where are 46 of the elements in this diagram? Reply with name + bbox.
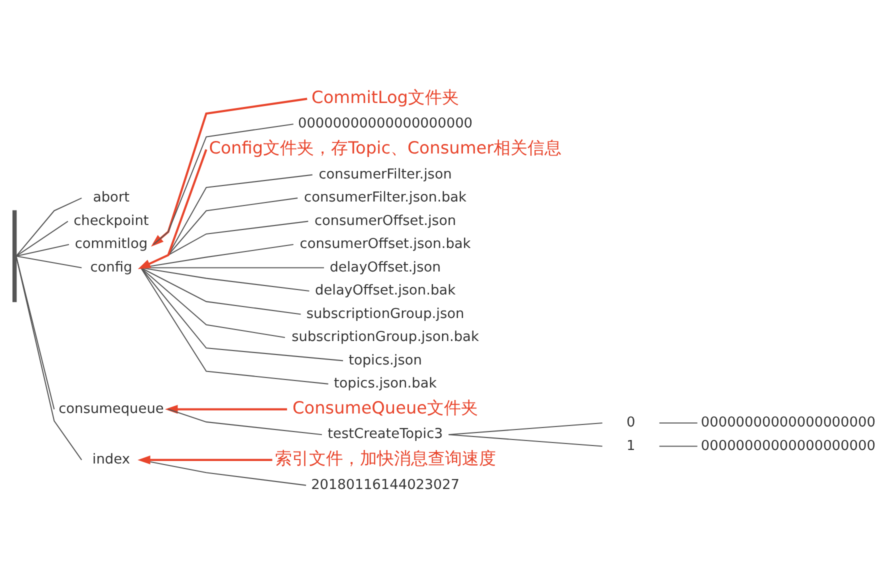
node-text: subscriptionGroup.json xyxy=(306,306,464,322)
arrow xyxy=(138,456,272,464)
connector xyxy=(140,267,328,384)
node-text: 1 xyxy=(626,438,636,454)
connector xyxy=(140,267,301,315)
node-text: 00000000000000000000 xyxy=(700,414,876,431)
node-bar xyxy=(12,210,17,302)
node-text: delayOffset.json xyxy=(330,259,441,276)
node-text: consumequeue xyxy=(58,400,164,417)
connector xyxy=(153,124,294,245)
node-text: ConsumeQueue文件夹 xyxy=(292,397,478,418)
node-text: subscriptionGroup.json.bak xyxy=(292,329,479,346)
node-text: consumerFilter.json xyxy=(318,166,452,182)
node-text: abort xyxy=(92,190,130,206)
connector xyxy=(448,434,602,447)
arrow xyxy=(151,98,308,247)
node-text: 0 xyxy=(626,414,636,431)
node-text: checkpoint xyxy=(74,212,149,229)
connector xyxy=(168,408,322,436)
node-text: 00000000000000000000 xyxy=(298,116,473,132)
connector xyxy=(140,267,286,338)
connector xyxy=(448,422,602,436)
node-text: consumerOffset.json.bak xyxy=(300,236,471,252)
node-text: topics.json xyxy=(348,352,422,368)
node-text: testCreateTopic3 xyxy=(328,426,443,442)
node-text: 00000000000000000000 xyxy=(700,438,876,454)
connector xyxy=(16,256,82,268)
arrow xyxy=(138,149,208,270)
node-text: config xyxy=(90,259,132,276)
connector xyxy=(659,422,698,424)
connector xyxy=(16,198,82,256)
connector xyxy=(140,267,344,362)
node-text: CommitLog文件夹 xyxy=(312,86,459,107)
node-text: topics.json.bak xyxy=(334,376,437,392)
node-text: 索引文件，加快消息查询速度 xyxy=(274,448,496,468)
connector xyxy=(16,244,70,257)
node-text: 20180116144023027 xyxy=(311,476,460,493)
node-text: Config文件夹，存Topic、Consumer相关信息 xyxy=(208,137,562,158)
node-text: consumerFilter.json.bak xyxy=(304,190,467,206)
node-text: consumerOffset.json xyxy=(314,212,456,229)
connector xyxy=(16,220,68,257)
node-text: delayOffset.json.bak xyxy=(315,282,456,299)
connector xyxy=(16,256,82,460)
node-text: commitlog xyxy=(74,236,148,252)
node-text: index xyxy=(92,452,130,468)
connector xyxy=(659,446,698,447)
